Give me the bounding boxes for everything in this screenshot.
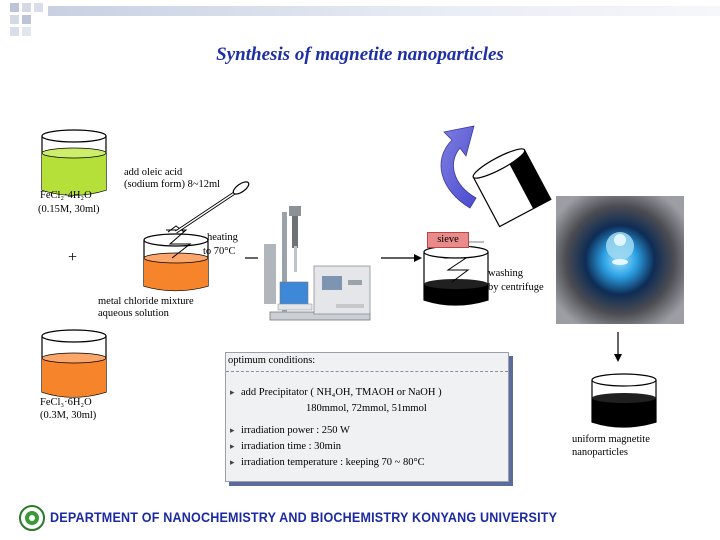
- uniform-nanoparticles-sublabel: nanoparticles: [572, 447, 628, 458]
- conditions-header: optimum conditions:: [228, 355, 316, 366]
- temperature-text: irradiation temperature : keeping 70 ~ 8…: [241, 457, 425, 468]
- heating-label: heating: [207, 232, 238, 243]
- beaker-fecl2: [41, 129, 107, 196]
- plus-sign: +: [68, 249, 78, 266]
- oleic-acid-amount-label: (sodium form) 8~12ml: [124, 179, 221, 190]
- precipitator-item: ▸ add Precipitator ( NH₄OH, TMAOH or NaOH…: [230, 387, 442, 398]
- sonicator-apparatus: [264, 206, 371, 321]
- pouring-beaker: [472, 148, 552, 228]
- precipitator-amounts: 180mmol, 72mmol, 51mmol: [306, 403, 427, 414]
- washing-label: washing: [488, 268, 523, 279]
- sieve-beaker: [423, 241, 489, 306]
- fecl3-concentration-label: (0.3M, 30ml): [40, 410, 97, 421]
- spatula: [175, 181, 250, 234]
- fecl2-formula-label: FeCl₂·4H₂O: [40, 190, 92, 201]
- bullet-icon: ▸: [230, 425, 235, 435]
- heating-temp-label: to 70°C: [203, 246, 236, 257]
- mixing-beaker: [143, 225, 209, 292]
- conditions-box: optimum conditions: ▸ add Precipitator ( …: [225, 352, 509, 482]
- bullet-icon: ▸: [230, 457, 235, 467]
- mixture-sublabel: aqueous solution: [98, 308, 169, 319]
- conditions-divider: [226, 371, 508, 372]
- product-beaker: [591, 373, 657, 428]
- sieve-badge: sieve: [427, 232, 469, 248]
- power-item: ▸ irradiation power : 250 W: [230, 425, 350, 436]
- fecl3-formula-label: FeCl₃·6H₂O: [40, 397, 92, 408]
- power-text: irradiation power : 250 W: [241, 425, 350, 436]
- precipitator-text: add Precipitator ( NH₄OH, TMAOH or NaOH …: [241, 387, 442, 398]
- bullet-icon: ▸: [230, 387, 235, 397]
- university-logo: [19, 505, 45, 531]
- bullet-icon: ▸: [230, 441, 235, 451]
- nanoparticle-photo: [556, 196, 684, 324]
- time-text: irradiation time : 30min: [241, 441, 342, 452]
- footer-department: DEPARTMENT OF NANOCHEMISTRY AND BIOCHEMI…: [50, 510, 558, 525]
- uniform-nanoparticles-label: uniform magnetite: [572, 434, 650, 445]
- mixture-label: metal chloride mixture: [98, 296, 194, 307]
- centrifuge-label: by centrifuge: [488, 282, 544, 293]
- oleic-acid-label: add oleic acid: [124, 167, 183, 178]
- temperature-item: ▸ irradiation temperature : keeping 70 ~ …: [230, 457, 425, 468]
- header-bar: [48, 6, 720, 16]
- transfer-arrow: [440, 125, 477, 209]
- fecl2-concentration-label: (0.15M, 30ml): [38, 204, 100, 215]
- time-item: ▸ irradiation time : 30min: [230, 441, 341, 452]
- beaker-fecl3: [41, 329, 107, 398]
- slide-title: Synthesis of magnetite nanoparticles: [216, 44, 504, 65]
